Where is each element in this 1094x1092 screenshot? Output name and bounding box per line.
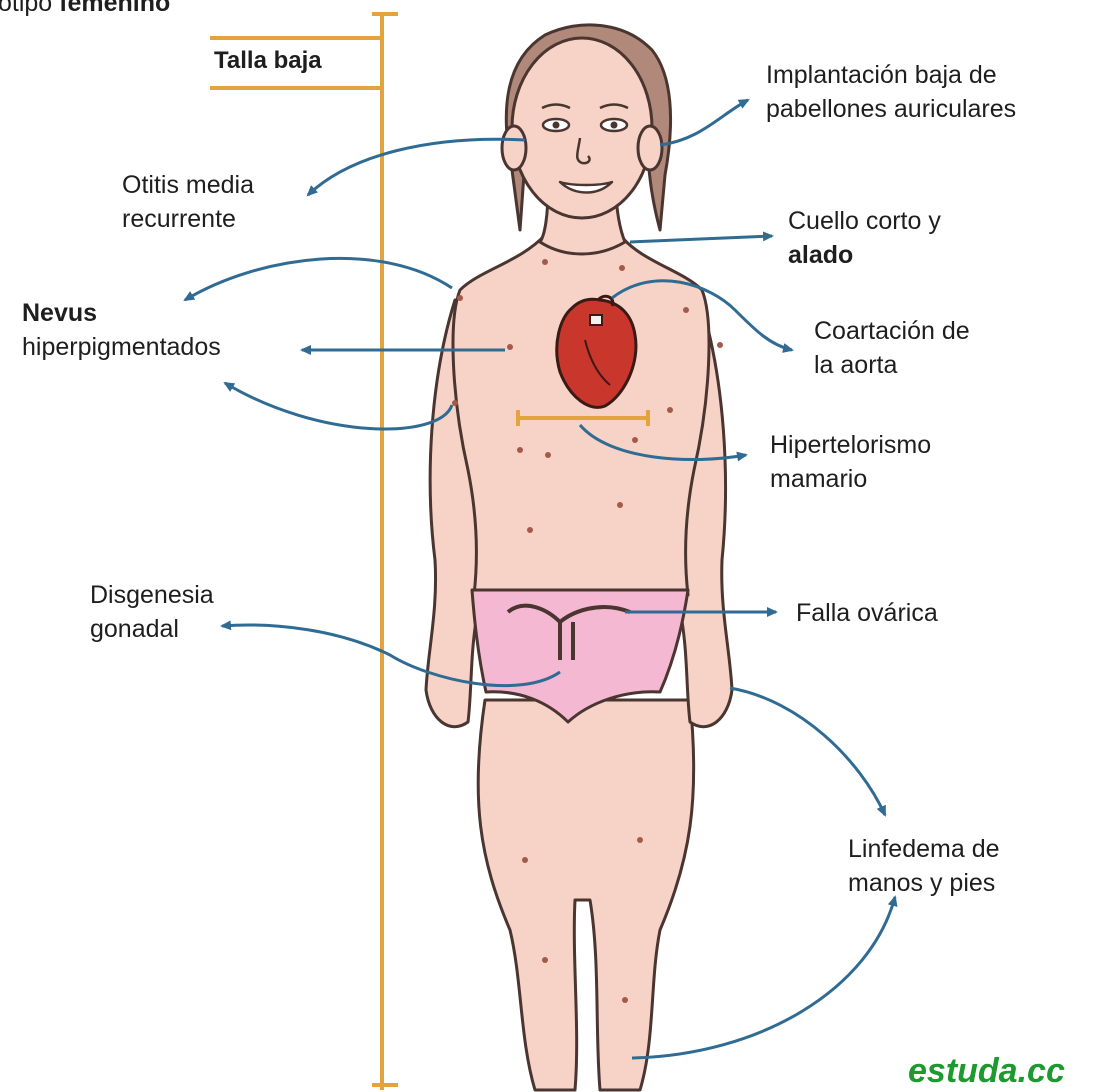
label-falla: Falla ovárica: [796, 599, 938, 627]
right-ear: [636, 124, 664, 172]
label-disgenesia: Disgenesia gonadal: [90, 578, 214, 646]
arrow-cuello: [629, 231, 774, 244]
label-otitis-line2: recurrente: [122, 205, 236, 233]
uterus-outline: [506, 603, 631, 660]
arrow-hipertelorismo: [578, 424, 748, 462]
label-cuello-line1: Cuello corto y: [788, 207, 941, 235]
label-linfedema: Linfedema de manos y pies: [848, 832, 1000, 900]
label-nevus-line2: hiperpigmentados: [22, 333, 221, 361]
label-hipertelorismo: Hipertelorismo mamario: [770, 428, 931, 496]
arrow-coartacion: [611, 279, 794, 353]
arrow-linfedema-foot: [631, 895, 898, 1060]
label-linfedema-line1: Linfedema de: [848, 835, 1000, 863]
label-coartacion-line2: la aorta: [814, 351, 898, 379]
label-coartacion-line1: Coartación de: [814, 317, 970, 345]
phenotype-label: otipo femenino: [0, 0, 170, 20]
label-cuello: Cuello corto y alado: [788, 204, 941, 272]
height-label: Talla baja: [214, 47, 322, 74]
label-nevus: Nevus hiperpigmentados: [22, 296, 221, 364]
label-otitis-line1: Otitis media: [122, 171, 254, 199]
label-hipertelorismo-line1: Hipertelorismo: [770, 431, 932, 459]
arrow-disgenesia: [220, 620, 561, 688]
label-implantacion-line2: pabellones auriculares: [766, 95, 1017, 123]
legs: [476, 698, 696, 1092]
label-disgenesia-line2: gonadal: [90, 615, 179, 643]
watermark-text: estuda.cc: [908, 1052, 1065, 1090]
arrow-linfedema-hand: [729, 686, 887, 817]
height-ruler: [210, 12, 398, 1090]
arrow-nevus-lower: [223, 381, 454, 431]
label-otitis: Otitis media recurrente: [122, 168, 254, 236]
label-implantacion: Implantación baja de pabellones auricula…: [766, 58, 1016, 126]
label-cuello-line2: alado: [788, 241, 854, 269]
left-ear: [500, 124, 528, 172]
body-figure: [424, 23, 734, 1092]
nipple-distance-bar: [516, 410, 650, 426]
label-linfedema-line2: manos y pies: [848, 869, 996, 897]
label-disgenesia-line1: Disgenesia: [90, 581, 214, 609]
phenotype-label-prefix: otipo: [0, 0, 53, 17]
arrow-nevus-upper: [183, 256, 453, 302]
label-hipertelorismo-line2: mamario: [770, 465, 868, 493]
torso: [451, 233, 711, 597]
phenotype-label-bold: femenino: [59, 0, 171, 17]
watermark: estuda.cc: [908, 1052, 1065, 1091]
label-implantacion-line1: Implantación baja de: [766, 61, 997, 89]
label-nevus-line1: Nevus: [22, 299, 98, 327]
pointer-arrows: [183, 98, 898, 1060]
arrow-implantacion: [659, 98, 750, 147]
heart: [555, 294, 638, 409]
label-coartacion: Coartación de la aorta: [814, 314, 970, 382]
mouth: [558, 180, 614, 194]
underwear: [470, 588, 690, 724]
arrow-otitis: [306, 137, 526, 197]
